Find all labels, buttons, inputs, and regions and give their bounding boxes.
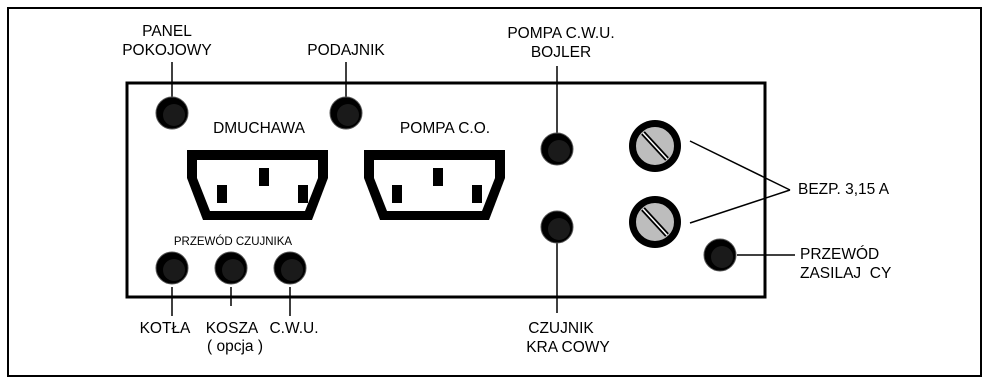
label-panel-line1: PANEL (142, 23, 192, 40)
label-czujnik-line1: CZUJNIK (528, 320, 594, 337)
label-podajnik: PODAJNIK (307, 42, 385, 59)
label-czujnik-line2: KRA COWY (526, 339, 610, 356)
leader-lines (171, 62, 795, 316)
label-zasil-line2: ZASILAJ CY (800, 265, 891, 282)
label-pompa-cwu-line1: POMPA C.W.U. (507, 25, 614, 42)
gland-cwu (273, 251, 307, 285)
label-opcja: ( opcja ) (207, 338, 263, 355)
gland-zasilanie (703, 238, 737, 272)
fuse-holder-bottom (629, 196, 681, 248)
gland-czujnik (540, 210, 574, 244)
label-pompa-cwu-line2: BOJLER (531, 44, 591, 61)
label-panel-line2: POKOJOWY (122, 42, 212, 59)
gland-kosza (214, 251, 248, 285)
label-przewod-czujnika: PRZEWÓD CZUJNIKA (174, 235, 293, 248)
fuse-holder-top (629, 120, 681, 172)
socket-dmuchawa (187, 150, 328, 220)
label-dmuchawa: DMUCHAWA (213, 120, 306, 137)
label-pompa-co: POMPA C.O. (400, 120, 490, 137)
label-cwu: C.W.U. (269, 320, 318, 337)
socket-pompa-co (364, 150, 505, 220)
label-kosza: KOSZA (206, 320, 259, 337)
gland-panel (155, 96, 189, 130)
label-bezp: BEZP. 3,15 A (798, 181, 890, 198)
gland-pompa-cwu (540, 132, 574, 166)
label-zasil-line1: PRZEWÓD (800, 246, 879, 263)
gland-podajnik (329, 96, 363, 130)
gland-kotla (155, 251, 189, 285)
outer-frame (7, 7, 982, 377)
label-kotla: KOTŁA (140, 320, 191, 337)
